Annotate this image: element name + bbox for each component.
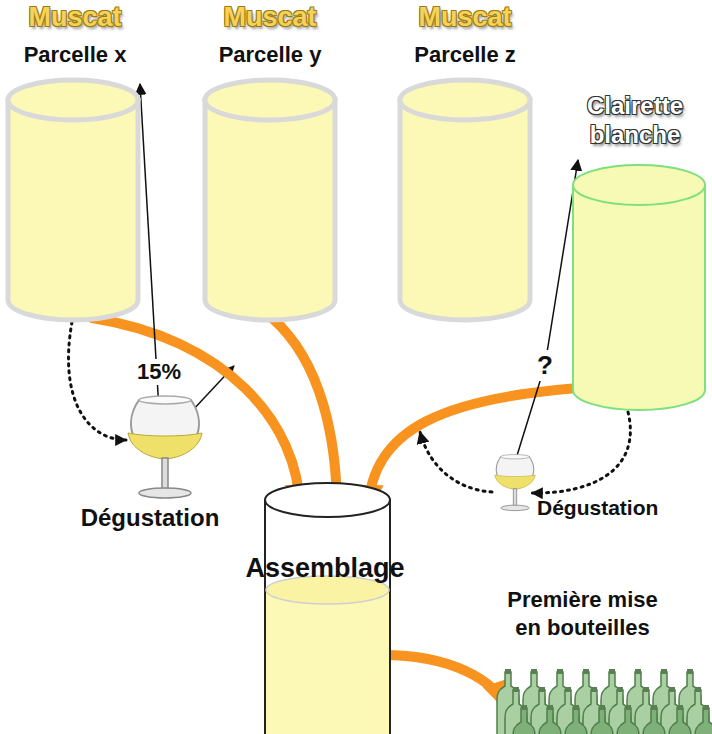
dotted-arrow (532, 412, 630, 493)
node-label: Parcelle x (0, 42, 153, 67)
blend-tank-shape (230, 478, 420, 734)
flow-arrow (92, 318, 300, 512)
bottle (513, 705, 535, 734)
tank-top (400, 80, 530, 120)
node-label: Muscat (0, 2, 153, 33)
bottle (669, 705, 691, 734)
muscat-tank: MuscatParcelle y (195, 0, 345, 325)
node-label: Parcelle z (387, 42, 543, 67)
tank-top (205, 80, 335, 120)
flow-arrow (383, 655, 505, 708)
clairette-tank: Clairette blanche (560, 92, 710, 414)
tank-top (573, 165, 705, 205)
bottle (617, 705, 639, 734)
tank (205, 100, 335, 320)
tank (400, 100, 530, 320)
node-label: Assemblage (227, 553, 423, 584)
node-label: Clairette blanche (557, 92, 712, 150)
blend-tank: Assemblage (230, 478, 420, 734)
wine-glass (128, 396, 202, 498)
bottle (539, 705, 561, 734)
tank (8, 100, 138, 320)
dotted-arrow (420, 432, 492, 492)
muscat-tank: MuscatParcelle x (0, 0, 150, 325)
tank-top (8, 80, 138, 120)
bottle (643, 705, 665, 734)
tasting-glass-shape (490, 452, 705, 532)
node-label: Muscat (192, 2, 348, 33)
tasting-glass: Dégustation (490, 452, 705, 532)
bottle (591, 705, 613, 734)
bottle (695, 705, 712, 734)
node-label: Muscat (387, 2, 543, 33)
wine-glass (495, 455, 536, 511)
muscat-tank: MuscatParcelle z (390, 0, 540, 325)
node-label: Dégustation (42, 504, 258, 532)
percentage-label: 15% (134, 359, 184, 385)
tank (573, 185, 705, 410)
question-label: ? (534, 350, 556, 381)
bottling: Première mise en bouteilles (470, 580, 712, 734)
flow-arrow (368, 386, 612, 512)
bottle (565, 705, 587, 734)
node-label: Parcelle y (192, 42, 348, 67)
node-label: Première mise en bouteilles (492, 586, 673, 641)
tasting-glass: Dégustation (45, 392, 255, 542)
node-label: Dégustation (537, 496, 708, 520)
dotted-arrow (68, 322, 126, 440)
